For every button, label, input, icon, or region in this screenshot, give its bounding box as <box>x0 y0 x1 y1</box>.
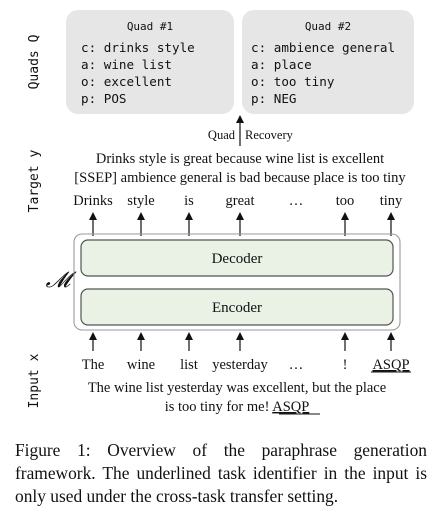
quads-side-label: Quads Q <box>27 34 42 89</box>
model-frame <box>73 233 401 331</box>
encoder-box <box>80 288 394 326</box>
quad-line: a: wine list <box>81 57 172 72</box>
decoder-label: Decoder <box>212 251 263 267</box>
model-symbol: 𝓜 <box>46 267 77 292</box>
quad-line: a: place <box>251 57 312 72</box>
quad-box-2-background <box>242 10 414 114</box>
quad-line: o: too tiny <box>251 74 335 89</box>
input-token: list <box>180 357 198 373</box>
input-sentence-line-2: is too tiny for me! ASQP <box>165 399 310 415</box>
encoder-label: Encoder <box>212 300 262 316</box>
quad-line: p: POS <box>81 91 127 106</box>
input-task-identifier: ASQP <box>372 357 409 373</box>
decoder-box <box>80 239 394 277</box>
output-token: is <box>184 193 194 209</box>
input-sentence-line-1: The wine list yesterday was excellent, b… <box>88 380 386 396</box>
framework-diagram: Quads Q Target y 𝓜 Input x Quad #1 c: dr… <box>27 10 414 415</box>
input-token: wine <box>127 357 155 373</box>
quad-title: Quad #1 <box>127 20 173 33</box>
quad-title: Quad #2 <box>305 20 351 33</box>
target-sentence-line-2: [SSEP] ambience general is bad because p… <box>74 170 406 186</box>
quad-line: p: NEG <box>251 91 297 106</box>
output-token: Drinks <box>73 193 113 209</box>
input-token: The <box>82 357 105 373</box>
input-encoder-arrows <box>89 332 395 351</box>
quad-recovery-right-label: Recovery <box>245 128 294 142</box>
quad-line: c: drinks style <box>81 40 195 55</box>
figure-caption: Figure 1: Overview of the paraphrase gen… <box>15 440 427 506</box>
quad-box-2: Quad #2 c: ambience general a: place o: … <box>242 10 414 114</box>
quad-recovery-left-label: Quad <box>208 128 236 142</box>
input-sentence-task-id: ASQP <box>272 399 309 415</box>
output-token: too <box>336 193 355 209</box>
input-token: ! <box>343 357 348 373</box>
quad-box-1: Quad #1 c: drinks style a: wine list o: … <box>66 10 234 114</box>
input-sentence-text: is too tiny for me! <box>165 399 270 415</box>
output-token: great <box>226 193 255 209</box>
quad-line: o: excellent <box>81 74 172 89</box>
target-side-label: Target y <box>27 150 42 213</box>
input-token: yesterday <box>212 357 268 373</box>
output-token: tiny <box>380 193 403 209</box>
input-side-label: Input x <box>27 353 42 408</box>
input-token: … <box>289 357 304 373</box>
output-token: style <box>127 193 154 209</box>
quad-box-1-background <box>66 10 234 114</box>
output-token: … <box>289 193 304 209</box>
quad-line: c: ambience general <box>251 40 395 55</box>
decoder-output-arrows <box>89 212 395 236</box>
target-sentence-line-1: Drinks style is great because wine list … <box>96 151 384 167</box>
